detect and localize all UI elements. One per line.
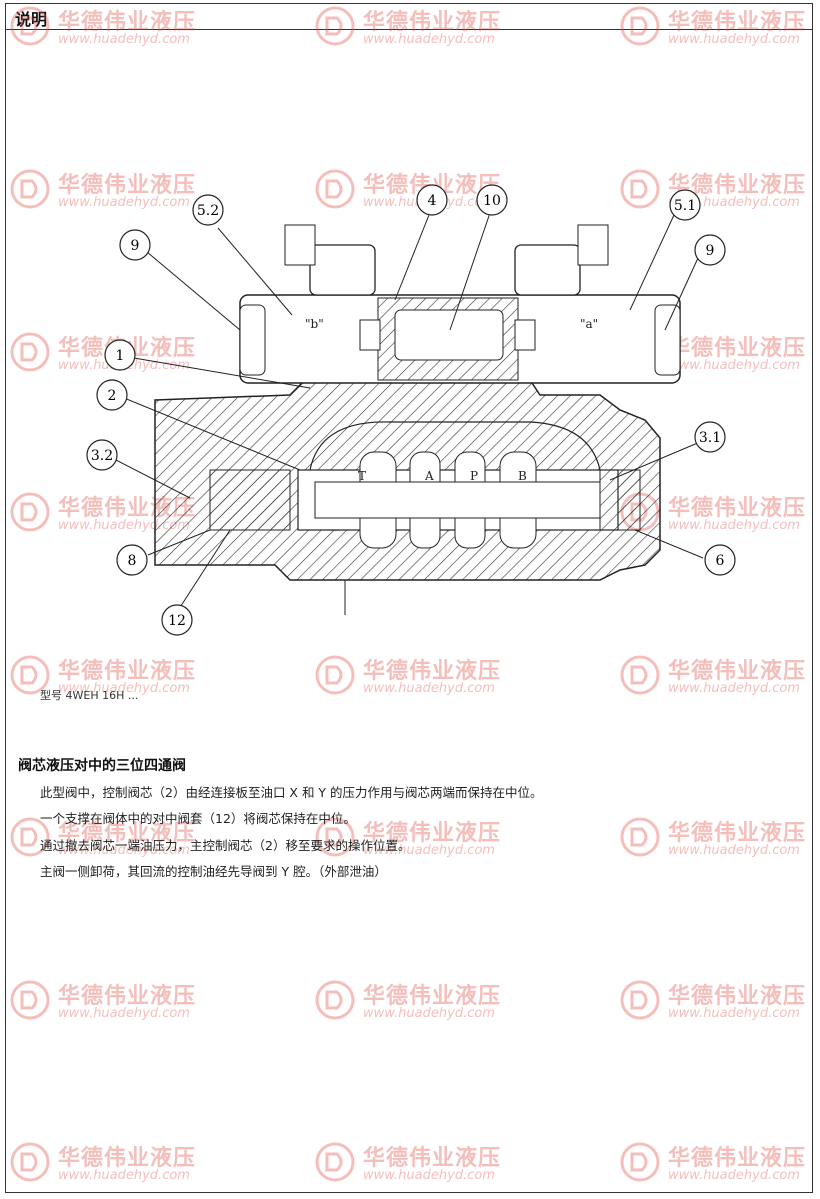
svg-text:1: 1: [116, 348, 125, 364]
callout-8: 8: [116, 544, 148, 576]
section-title: 阀芯液压对中的三位四通阀: [18, 758, 186, 774]
svg-text:8: 8: [128, 553, 137, 569]
paragraph-1: 此型阀中，控制阀芯（2）由经连接板至油口 X 和 Y 的压力作用与阀芯两端而保持…: [40, 785, 543, 800]
callout-1: 1: [104, 339, 136, 371]
paragraph-3: 通过撤去阀芯一端油压力，主控制阀芯（2）移至要求的操作位置。: [40, 838, 411, 853]
svg-text:12: 12: [168, 613, 186, 629]
callout-4: 4: [416, 184, 448, 216]
svg-text:6: 6: [716, 553, 725, 569]
svg-text:9: 9: [706, 243, 715, 259]
svg-text:9: 9: [131, 238, 140, 254]
port-label-T: T: [358, 469, 366, 483]
svg-text:3.2: 3.2: [91, 448, 113, 464]
svg-text:3.1: 3.1: [699, 430, 721, 446]
valve-body: [154, 379, 661, 615]
svg-text:2: 2: [108, 388, 117, 404]
svg-text:10: 10: [483, 193, 501, 209]
callout-12: 12: [161, 604, 193, 636]
callout-6: 6: [704, 544, 736, 576]
port-label-a: "a": [580, 317, 598, 331]
svg-text:4: 4: [428, 193, 437, 209]
page-title: 说明: [15, 10, 48, 29]
pilot-valve: [239, 224, 681, 384]
page-header: 说明: [5, 3, 813, 30]
port-label-A: A: [424, 469, 434, 483]
svg-text:5.1: 5.1: [674, 198, 696, 214]
callout-9: 9: [119, 229, 151, 261]
page-frame: [5, 3, 813, 1193]
model-label: 型号 4WEH 16H ...: [40, 689, 139, 702]
callout-5-1: 5.1: [669, 189, 701, 221]
paragraph-2: 一个支撑在阀体中的对中阀套（12）将阀芯保持在中位。: [40, 811, 356, 826]
callout-5-2: 5.2: [192, 194, 224, 226]
port-label-b: "b": [305, 317, 324, 331]
callout-10: 10: [476, 184, 508, 216]
port-label-B: B: [518, 469, 527, 483]
callout-3-1: 3.1: [694, 421, 726, 453]
callout-9: 9: [694, 234, 726, 266]
callout-2: 2: [96, 379, 128, 411]
paragraph-4: 主阀一侧卸荷，其回流的控制油经先导阀到 Y 腔。（外部泄油）: [40, 864, 387, 879]
svg-text:5.2: 5.2: [197, 203, 219, 219]
port-label-P: P: [470, 469, 478, 483]
callout-3-2: 3.2: [86, 439, 118, 471]
